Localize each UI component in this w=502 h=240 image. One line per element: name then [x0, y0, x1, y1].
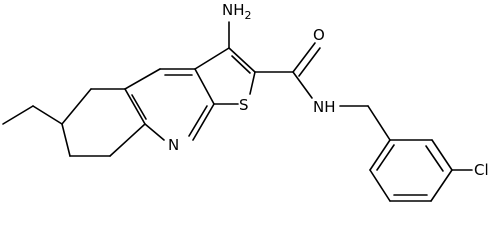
structure-canvas: NH2 O S N NH Cl	[2, 1, 489, 202]
bond-ph-3	[430, 169, 453, 202]
label-chlorine: Cl	[474, 161, 489, 179]
bond-ring-a-5	[109, 123, 146, 157]
bond-ph-2	[431, 139, 453, 171]
bond-pyr-6	[144, 123, 165, 141]
bond-pyr-4	[194, 68, 215, 105]
bond-carbonyl-o-double	[298, 47, 321, 77]
bond-carbonyl-o	[292, 42, 316, 73]
bond-ph-6	[369, 139, 391, 171]
bond-pyr-5-inner	[188, 105, 208, 137]
label-ring-sulfur: S	[239, 96, 249, 114]
bond-pyr-1-inner	[131, 94, 147, 120]
bond-amide-n	[292, 71, 313, 99]
label-amide-nh: NH	[313, 98, 336, 116]
bond-thio-1	[194, 47, 230, 70]
label-amino: NH2	[222, 1, 252, 22]
bond-pyr-1	[124, 88, 146, 125]
bond-thio-2-inner	[231, 55, 251, 74]
bond-ph-5	[369, 169, 391, 202]
label-carbonyl-oxygen: O	[313, 26, 325, 44]
bond-ring-a-1	[61, 88, 92, 125]
bond-benzyl-ch2-b	[367, 105, 391, 141]
bond-thio-3	[249, 71, 256, 95]
bond-ph-6-inner	[376, 144, 395, 171]
bond-pyr-2	[124, 68, 161, 90]
molecule-diagram: NH2 O S N NH Cl	[2, 1, 489, 202]
bond-ring-a-3	[61, 123, 71, 157]
bond-thio-2	[228, 47, 256, 73]
bond-ethyl-ch2	[32, 105, 63, 125]
label-ring-nitrogen: N	[168, 136, 179, 154]
bond-pyr-5	[192, 103, 215, 141]
bond-ph-2-inner	[425, 145, 444, 172]
bond-ethyl-ch3	[2, 105, 34, 125]
